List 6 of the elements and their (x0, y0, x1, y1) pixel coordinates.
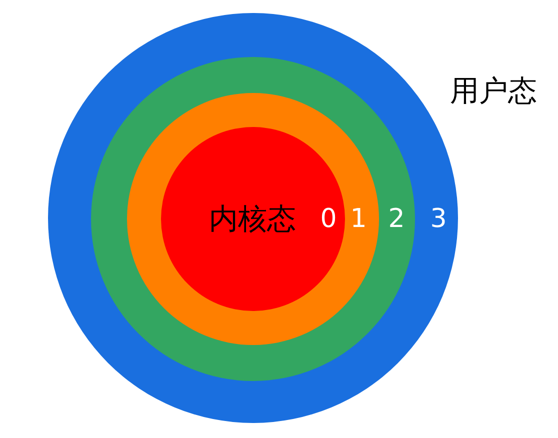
ring-number: 3 (430, 206, 447, 232)
mode-label: 内核态 (209, 204, 296, 234)
mode-label: 用户态 (450, 76, 537, 106)
ring-number: 1 (350, 206, 367, 232)
ring-number: 2 (388, 206, 405, 232)
ring-number: 0 (320, 206, 337, 232)
